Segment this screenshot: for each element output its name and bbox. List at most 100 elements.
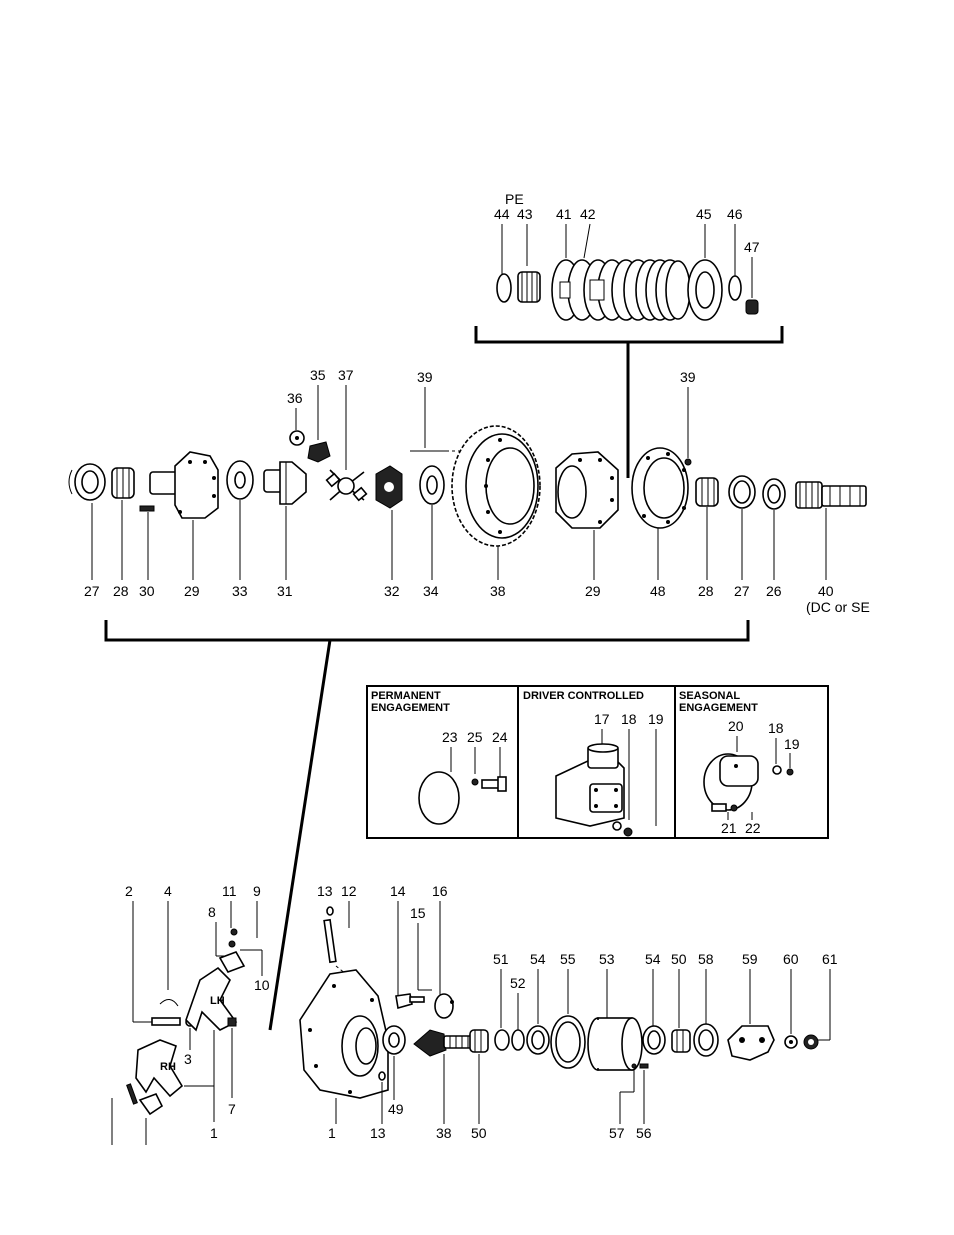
label-56: 56 (636, 1125, 652, 1141)
spacer-51 (495, 1030, 509, 1050)
label-21: 21 (721, 820, 737, 836)
label-60: 60 (783, 951, 799, 967)
label-27-right: 27 (734, 583, 750, 599)
label-18-seasonal: 18 (768, 720, 784, 736)
label-12: 12 (341, 883, 357, 899)
bolt-2 (152, 1018, 180, 1025)
engagement-options-panel: PERMANENT ENGAGEMENT DRIVER CONTROLLED S… (367, 686, 828, 838)
shim-52 (512, 1030, 524, 1050)
label-39-right: 39 (680, 369, 696, 385)
label-19-seasonal: 19 (784, 736, 800, 752)
clutch-pack-group: PE 44 43 41 42 45 46 47 (476, 191, 782, 478)
label-43: 43 (517, 206, 533, 222)
label-50-top: 50 (671, 951, 687, 967)
carrier-group: 13 12 14 16 15 (300, 883, 838, 1141)
label-54-left: 54 (530, 951, 546, 967)
label-38-bottom: 38 (436, 1125, 452, 1141)
cover-plate-23 (419, 772, 459, 824)
label-20: 20 (728, 718, 744, 734)
label-14: 14 (390, 883, 406, 899)
label-51: 51 (493, 951, 509, 967)
bracket-differential (106, 620, 748, 640)
bolt-30 (140, 506, 154, 511)
ring-gear-38 (452, 426, 540, 546)
shaft-40 (796, 482, 866, 508)
label-44: 44 (494, 206, 510, 222)
bracket-clutch (476, 326, 782, 342)
bearing-50-right (672, 1030, 690, 1052)
label-55: 55 (560, 951, 576, 967)
label-26: 26 (766, 583, 782, 599)
label-25: 25 (467, 729, 483, 745)
label-22: 22 (745, 820, 761, 836)
ring-46 (729, 276, 741, 300)
washer-22 (731, 805, 737, 811)
label-18: 18 (621, 711, 637, 727)
label-29-right: 29 (585, 583, 601, 599)
label-52: 52 (510, 975, 526, 991)
label-40: 40 (818, 583, 834, 599)
screw-56 (640, 1064, 648, 1068)
label-57: 57 (609, 1125, 625, 1141)
label-59: 59 (742, 951, 758, 967)
label-16: 16 (432, 883, 448, 899)
label-47: 47 (744, 239, 760, 255)
label-11: 11 (222, 883, 237, 899)
label-29-left: 29 (184, 583, 200, 599)
label-38-top: 38 (490, 583, 506, 599)
label-17: 17 (594, 711, 610, 727)
driver-title: DRIVER CONTROLLED (523, 690, 644, 702)
dowel-13-top (327, 907, 333, 915)
bearing-28-right (696, 478, 718, 506)
shift-fork-group: 2 4 11 9 8 10 LH 7 3 RH (112, 883, 270, 1145)
label-19: 19 (648, 711, 664, 727)
bolt-39-right (685, 459, 691, 465)
rh-marker: RH (160, 1061, 176, 1073)
permanent-title-2: ENGAGEMENT (371, 702, 450, 714)
dowel-13-bottom (379, 1072, 385, 1080)
washer-25 (472, 779, 478, 785)
differential-group: 35 37 36 39 39 (69, 367, 870, 1030)
flange-59 (728, 1026, 774, 1060)
plug-7 (228, 1018, 236, 1026)
label-15: 15 (410, 905, 426, 921)
permanent-title-1: PERMANENT (371, 690, 441, 702)
label-34: 34 (423, 583, 439, 599)
label-27-left: 27 (84, 583, 100, 599)
screw-21 (712, 804, 726, 811)
cover-housing-20 (704, 754, 758, 810)
label-24: 24 (492, 729, 508, 745)
label-31: 31 (277, 583, 293, 599)
label-42: 42 (580, 206, 596, 222)
pinion-38 (414, 1030, 472, 1056)
label-58: 58 (698, 951, 714, 967)
seasonal-title-2: ENGAGEMENT (679, 702, 758, 714)
side-gear-31 (264, 462, 306, 504)
label-2: 2 (125, 883, 133, 899)
washer-57 (632, 1064, 636, 1068)
clutch-housing-48 (632, 448, 688, 528)
cotter-pin-4 (160, 999, 178, 1006)
label-46: 46 (727, 206, 743, 222)
label-40-note: (DC or SE (806, 599, 870, 615)
label-54-right: 54 (645, 951, 661, 967)
label-50-bottom: 50 (471, 1125, 487, 1141)
label-10: 10 (254, 977, 270, 993)
label-30: 30 (139, 583, 155, 599)
washer-18-seasonal (773, 766, 781, 774)
label-49: 49 (388, 1101, 404, 1117)
label-13-top: 13 (317, 883, 333, 899)
label-28-left: 28 (113, 583, 129, 599)
label-32: 32 (384, 583, 400, 599)
side-gear-32 (376, 466, 402, 508)
label-41: 41 (556, 206, 572, 222)
spider-37 (327, 470, 367, 500)
fork-rh: RH (136, 1040, 182, 1096)
label-45: 45 (696, 206, 712, 222)
nut-19-driver (624, 828, 632, 836)
washer-18-driver (613, 822, 621, 830)
label-pe: PE (505, 191, 524, 207)
lh-marker: LH (210, 995, 225, 1007)
